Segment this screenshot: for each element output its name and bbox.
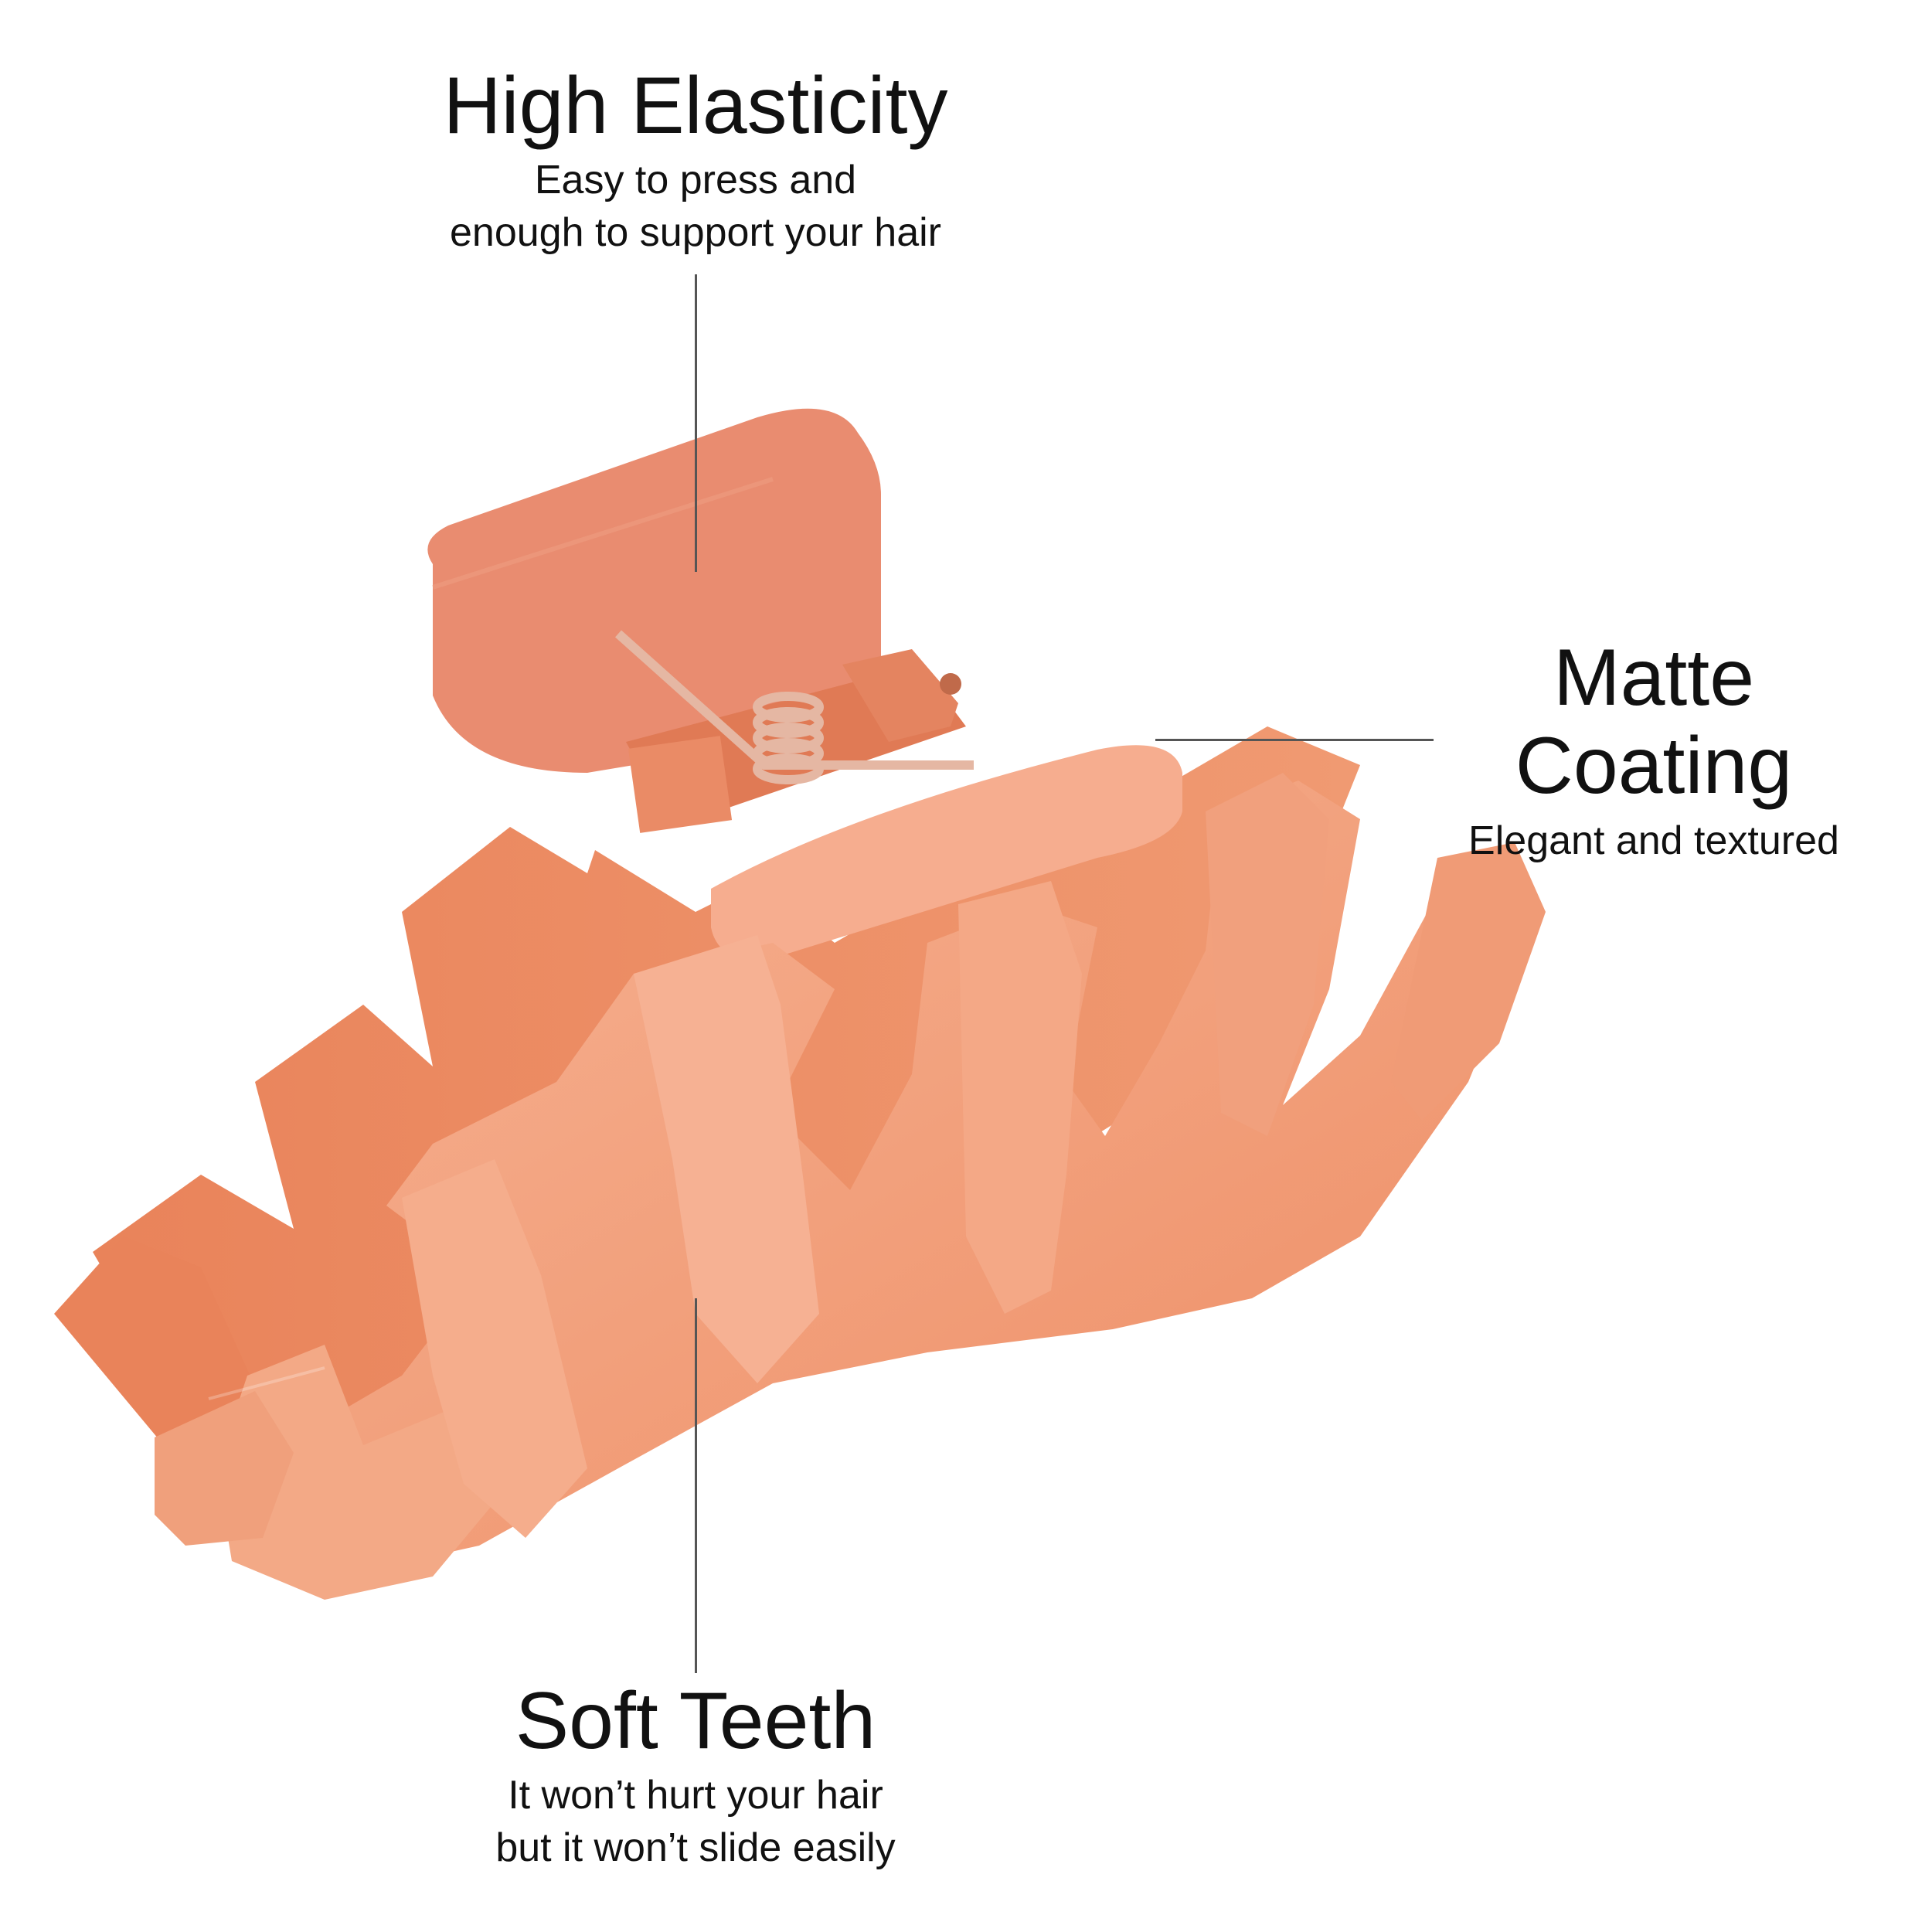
elasticity-line1: Easy to press and: [534, 158, 857, 203]
matte-leader-line: [1155, 739, 1434, 741]
elasticity-callout: High Elasticity Easy to press and enough…: [386, 62, 1005, 260]
clip-front-jaw: [155, 773, 1546, 1600]
teeth-callout: Soft Teeth It won’t hurt your hair but i…: [433, 1677, 958, 1875]
clip-front-bar: [711, 745, 1182, 960]
matte-title: Matte Coating: [1515, 633, 1793, 811]
clip-lever: [427, 408, 881, 773]
teeth-line1: It won’t hurt your hair: [508, 1773, 883, 1818]
matte-callout: Matte Coating Elegant and textured: [1406, 634, 1901, 867]
elasticity-leader-line: [695, 274, 697, 572]
teeth-line2: but it won’t slide easily: [495, 1825, 896, 1870]
elasticity-title: High Elasticity: [443, 61, 948, 151]
elasticity-line2: enough to support your hair: [450, 209, 941, 255]
teeth-leader-line: [695, 1298, 697, 1673]
teeth-title: Soft Teeth: [515, 1676, 876, 1766]
clip-spring-hinge: [614, 630, 974, 833]
matte-line1: Elegant and textured: [1468, 818, 1839, 863]
